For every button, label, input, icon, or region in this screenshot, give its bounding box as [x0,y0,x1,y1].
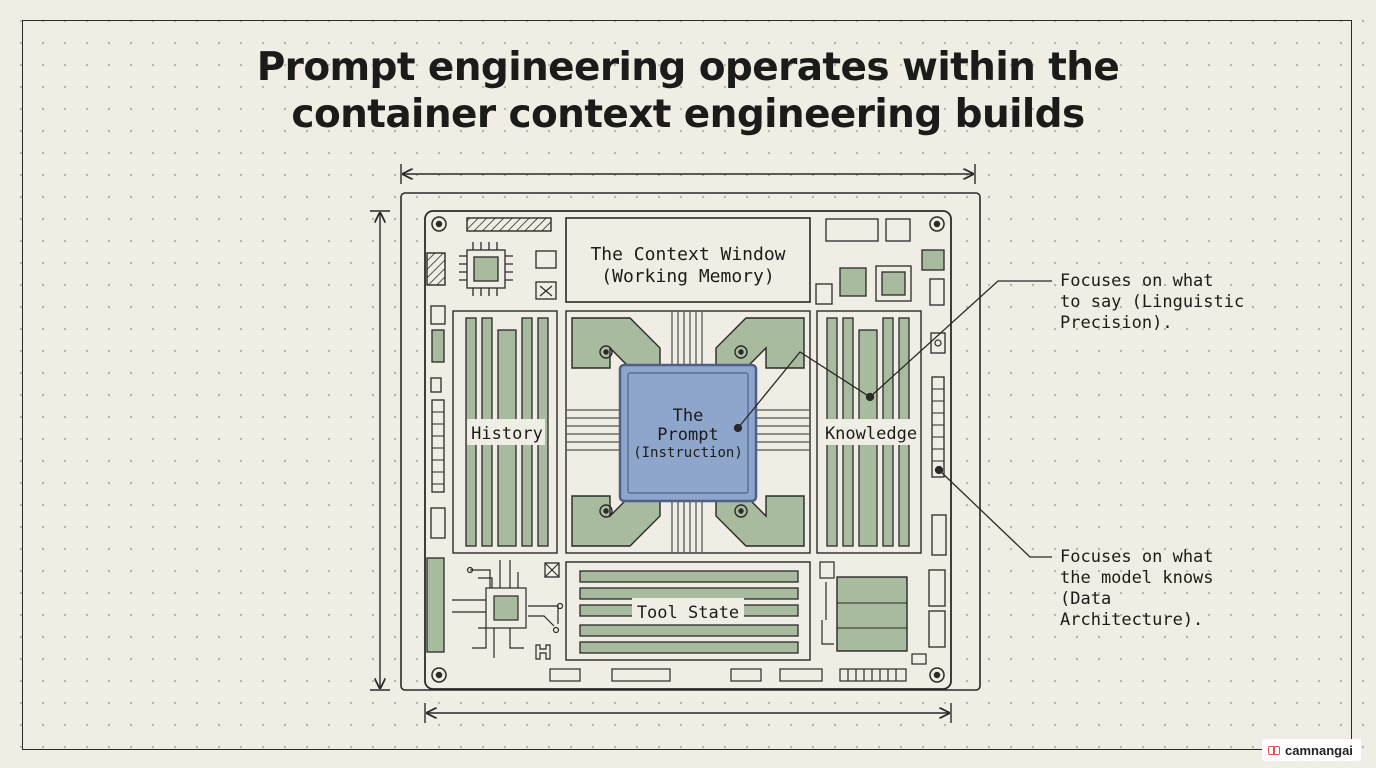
dimension-arrows [370,164,976,723]
component-box [535,281,557,300]
prompt-engineering-note: Focuses on what to say (Linguistic Preci… [1060,271,1245,333]
small-chip-top-right [839,265,912,302]
title-line-2: container context engineering builds [291,92,1085,137]
io-header [466,217,552,232]
chipset-block [836,576,908,652]
power-connector [426,252,446,286]
tool-state-label: Tool State [637,603,739,623]
cpu-heatsink-corners [571,317,805,547]
cpu-socket-area [565,310,811,554]
bottom-headers [549,668,907,682]
page-title: Prompt engineering operates within the c… [0,44,1376,138]
prompt-subtitle: (Instruction) [633,445,743,461]
prompt-title-2: Prompt [657,425,718,445]
brand-badge[interactable]: camnangai [1262,739,1361,761]
board-outline [400,192,981,691]
outer-frame [22,20,1352,750]
side-connector [426,557,445,653]
knowledge-area [816,310,922,554]
component-box [535,250,557,269]
knowledge-label: Knowledge [825,424,917,444]
prompt-title-1: The [673,406,704,426]
bottom-left-chip [452,560,564,658]
history-area [452,310,558,554]
prompt-chip [618,363,758,503]
history-label: History [471,424,543,444]
context-window-title: The Context Window [590,244,785,265]
tool-state-area [565,561,811,661]
book-icon [1268,745,1280,755]
context-engineering-note: Focuses on what the model knows (Data Ar… [1060,547,1214,630]
mounting-holes [431,216,945,683]
annotation-leaders [733,280,1052,558]
socket-traces [567,312,809,552]
context-window-subtitle: (Working Memory) [601,266,774,287]
title-line-1: Prompt engineering operates within the [256,45,1120,90]
brand-label: camnangai [1285,742,1353,758]
context-window-block [565,217,811,303]
small-chip-top-left [459,242,513,296]
